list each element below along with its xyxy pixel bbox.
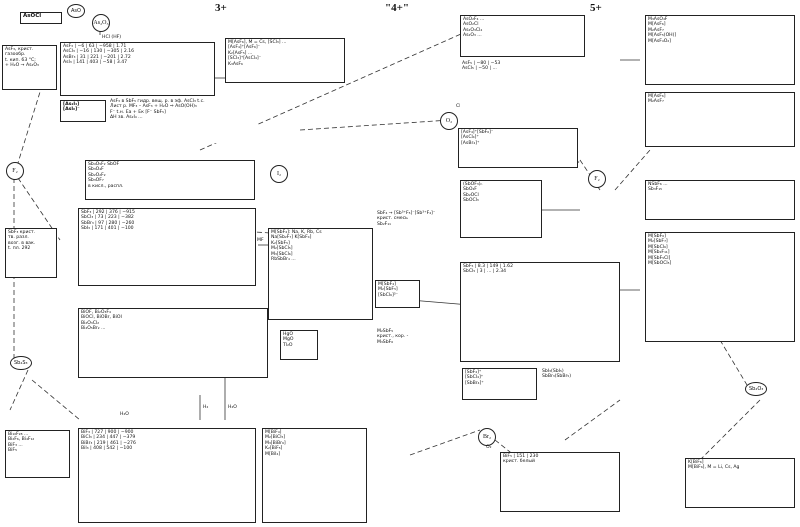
box-as-iodides: [As₂I₄] [AsI₆]⁻ — [60, 100, 106, 122]
node-br2: Br₂ — [478, 428, 496, 446]
box-sbf4-mixed: SbF₄ → [Sb⁵⁺F₅]⁻[Sb³⁺F₄]⁻ крист. смесь S… — [375, 210, 455, 275]
header-oxidation-4: "4+" — [385, 2, 409, 14]
node-f2-mid: F₂ — [588, 170, 606, 188]
box-sb-complex-salts: M[SbF₄]: Na, K, Rb, Cs Na[Sb₂F₇] K[SbF₄]… — [268, 228, 373, 320]
label-hcl-hf: HCl (HF) — [102, 35, 122, 40]
box-as-notes: AsF₃ в SbF₅ гидр. вещ. р. в эф. AsCl₃ t.… — [108, 98, 258, 143]
label-h2-mid: H₂ — [203, 405, 209, 410]
box-sb5-oxyfluorides: (SbOF₃)ₙ SbO₂F Sb₂OCl SbOCl₃ — [460, 180, 542, 238]
box-asf3-free: AsF₃, крист. газообр. t. кип. 63 °C; + H… — [2, 45, 57, 90]
label-h2o-mid: H₂O — [228, 405, 237, 410]
box-m-as5-mf: M[AsF₆] M₂AsF₇ — [645, 92, 795, 147]
box-sb-halides-table: SbF₃ | 292 | 376 | −915 SbCl₃ | 73 | 223… — [78, 208, 256, 286]
box-sb5-small: NSbF₆ ... Sb₃F₁₅ — [645, 180, 795, 220]
box-bi-fluorides: Bi₁₀F₂₈ ... Bi₂F₆, Bi₄F₁₂ BiF₃ ... BiF₅ — [5, 430, 70, 478]
box-m-as5-salts: M₃AsO₄F M[AsF₆] M₂AsF₇ M[AsF₅(OH)] M[AsF… — [645, 15, 795, 85]
node-f2-left: F₂ — [6, 162, 24, 180]
label-h2o-left: H₂O — [120, 412, 129, 417]
box-bi-halides-table: BiF₃ | 727 | 900 | −900 BiCl₃ | 234 | 44… — [78, 428, 256, 523]
box-sb5-cations: [SbF₄]⁺ [SbCl₄]⁺ [SbBr₄]⁺ — [462, 368, 537, 400]
box-sbf3-free: SbF₃ крист. тв. разл. возг. в вак. t. пл… — [5, 228, 57, 278]
node-asocl-oval: AsO — [67, 4, 85, 18]
node-o2: O₂ — [440, 112, 458, 130]
node-sb2s3: Sb₂S₃ — [10, 356, 32, 370]
box-sb5-halides-table: SbF₅ | 8.3 | 149 | 1.62 SbCl₅ | 3 | ... … — [460, 262, 620, 362]
box-sb-oxyfluorides: Sb₄O₅F₂ SbOF Sb₃O₄F Sb₂O₂F₂ Sb₃OF₇ в кис… — [85, 160, 255, 200]
header-oxidation-5: 5+ — [590, 2, 602, 14]
box-asocl: AsOCl — [20, 12, 62, 24]
box-m-sb5-salts: M[SbF₆] M₂[SbF₇] M[SbCl₆] M[Sb₂F₁₁] M[Sb… — [645, 232, 795, 342]
label-mf: MF — [257, 238, 264, 243]
label-o2-bi: O₂ — [486, 445, 492, 450]
node-sb2o3: Sb₂O₃ — [745, 382, 768, 396]
box-as5-cations: [AsF₄]⁺[SbF₆]⁻ [AsCl₄]⁺ [AsBr₄]⁺ — [458, 128, 578, 168]
box-hg-oxides: HgO MgO Tl₂O — [280, 330, 318, 360]
node-i2: I₂ — [270, 165, 288, 183]
box-bi5-fluoride: BiF₅ | 151 | 230 крист. белый — [500, 452, 620, 512]
box-as-halides-table: AsF₃ | −6 | 63 | −958 | 1.71 AsCl₃ | −16… — [60, 42, 215, 96]
box-as5-halides: AsF₅ | −80 | −53 AsCl₅ | −50 | ... — [460, 60, 585, 115]
box-sb-iodide-bromide: SbI₃(SbI₅) SbBr₃(SbBr₅) — [540, 368, 620, 398]
box-as5-oxyhalides: AsO₂F₄ ... AsO₂Cl As₂O₃Cl₄ As₂O₃ ... — [460, 15, 585, 57]
box-bi-complex-salts: M[BiF₄] M₂[BiCl₅] M₃[BiBr₆] K₂[BiF₅] M[B… — [262, 428, 367, 523]
box-m2sbf5: M₂SbF₅ крист., кор. - M₃SbF₆ — [375, 328, 455, 378]
header-oxidation-3: 3+ — [215, 2, 227, 14]
box-m-bi5-salts: K[BiF₆] M[BiF₆], M = Li, Cs, Ag — [685, 458, 795, 508]
box-bi-oxyhalides: BiOF, Bi₂O₃F₄ BiOCl, BiOBr, BiOI Bi₂O₃Cl… — [78, 308, 268, 378]
box-sb-mixed-fluorides: M[SbF₄] M₂[SbF₅] [SbCl₆]³⁻ — [375, 280, 420, 308]
box-as-complex-fluorides: M[AsF₆], M = Cs, [SCl₃] ... [AsF₄]⁺[AsF₆… — [225, 38, 345, 83]
node-as2o3: As₂O₃ — [92, 14, 110, 32]
